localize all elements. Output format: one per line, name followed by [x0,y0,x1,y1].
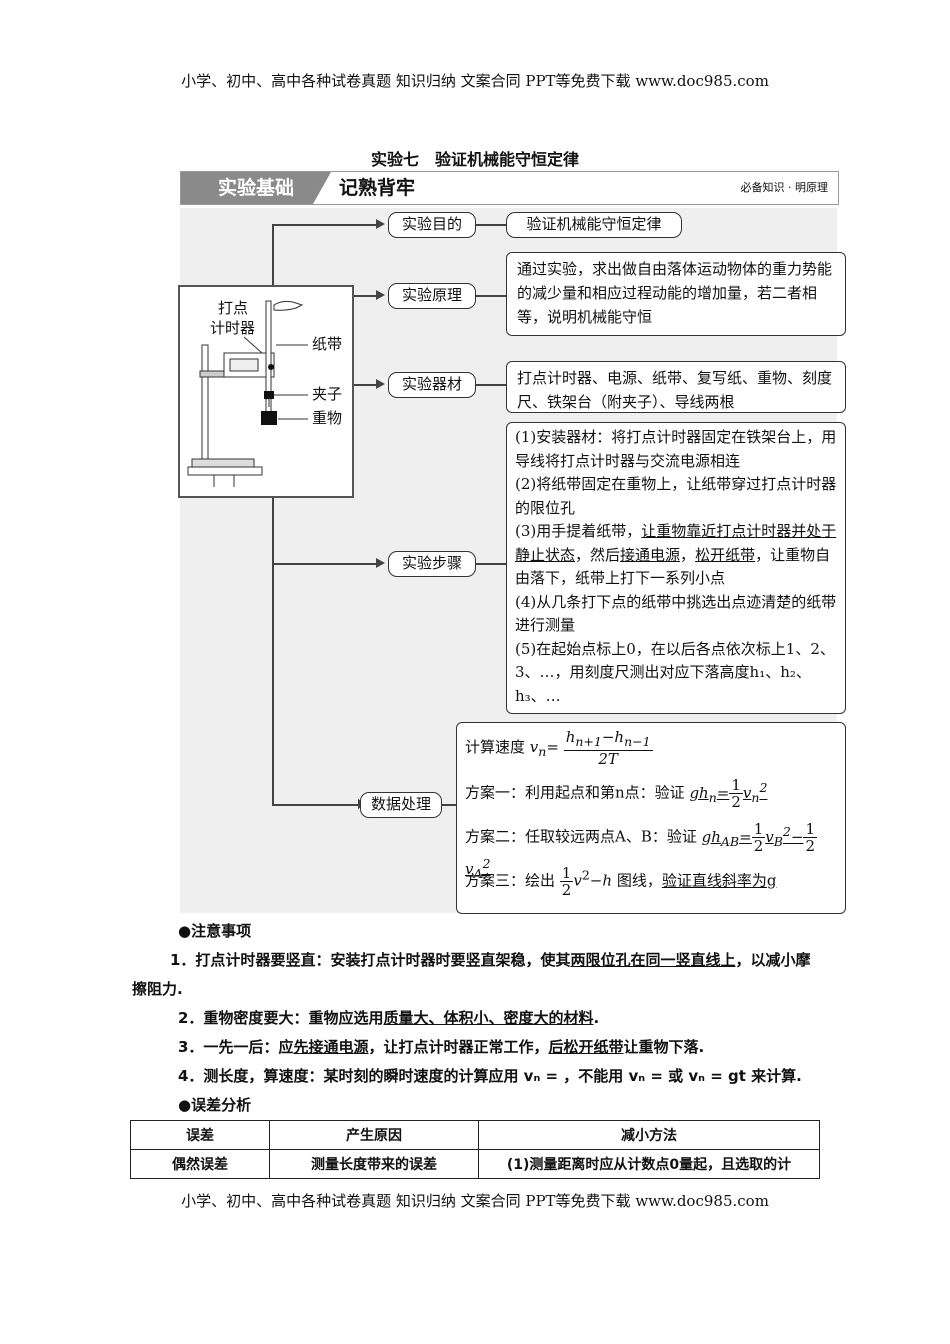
label-timer-line1: 打点 [218,299,249,317]
page-header: 小学、初中、高中各种试卷真题 知识归纳 文案合同 PPT等免费下载 www.do… [181,72,769,90]
node-equipment: 实验器材 [388,372,476,398]
notes-section: ●注意事项 1．打点计时器要竖直：安装打点计时器时要竖直架稳，使其两限位孔在同一… [132,917,820,1120]
node-principle: 实验原理 [388,283,476,309]
step-1: (1)安装器材：将打点计时器固定在铁架台上，用导线将打点计时器与交流电源相连 [515,428,837,470]
table-header-row: 误差 产生原因 减小方法 [130,1120,820,1150]
table-header: 产生原因 [269,1120,479,1150]
table-header: 误差 [130,1120,270,1150]
label-clip: 夹子 [312,385,343,403]
node-data: 数据处理 [360,792,442,818]
node-steps: 实验步骤 [388,551,476,577]
table-cell: (1)测量距离时应从计数点0量起，且选取的计 [478,1149,820,1179]
table-cell: 偶然误差 [130,1149,270,1179]
equipment-box: 打点计时器、电源、纸带、复写纸、重物、刻度尺、铁架台（附夹子）、导线两根 [506,361,846,413]
notes-heading: ●注意事项 [178,922,252,940]
step-2: (2)将纸带固定在重物上，让纸带穿过打点计时器的限位孔 [515,475,837,517]
page-footer: 小学、初中、高中各种试卷真题 知识归纳 文案合同 PPT等免费下载 www.do… [181,1192,769,1210]
steps-box: (1)安装器材：将打点计时器固定在铁架台上，用导线将打点计时器与交流电源相连 (… [506,422,846,714]
step-4: (4)从几条打下点的纸带中挑选出点迹清楚的纸带进行测量 [515,592,837,635]
apparatus-figure: 打点 计时器 纸带 夹子 重物 [178,285,354,498]
section-banner: 实验基础 记熟背牢 必备知识 · 明原理 [180,171,839,205]
banner-tag: 必备知识 · 明原理 [740,181,829,194]
principle-box: 通过实验，求出做自由落体运动物体的重力势能的减少量和相应过程动能的增加量，若二者… [506,252,846,336]
label-timer-line2: 计时器 [210,319,256,337]
node-purpose: 实验目的 [388,212,476,238]
table-row: 偶然误差 测量长度带来的误差 (1)测量距离时应从计数点0量起，且选取的计 [130,1149,820,1179]
step-3: (3)用手提着纸带，让重物靠近打点计时器并处于静止状态，然后接通电源，松开纸带，… [515,522,837,587]
page-title: 实验七 验证机械能守恒定律 [370,150,579,169]
table-header: 减小方法 [478,1120,820,1150]
note-4: 4．测长度，算速度：某时刻的瞬时速度的计算应用 vₙ = ，不能用 vₙ = 或… [178,1067,802,1085]
step-5: (5)在起始点标上0，在以后各点依次标上1、2、3、…，用刻度尺测出对应下落高度… [515,639,835,705]
banner-label: 实验基础 [181,172,331,204]
table-cell: 测量长度带来的误差 [269,1149,479,1179]
error-table: 误差 产生原因 减小方法 偶然误差 测量长度带来的误差 (1)测量距离时应从计数… [130,1120,820,1179]
purpose-box: 验证机械能守恒定律 [506,212,682,238]
banner-subtitle: 记熟背牢 [339,177,416,199]
note-2: 2．重物密度要大：重物应选用质量大、体积小、密度大的材料. [178,1009,600,1027]
note-1: 1．打点计时器要竖直：安装打点计时器时要竖直架稳，使其两限位孔在同一竖直线上，以… [132,951,811,998]
note-3: 3．一先一后：应先接通电源，让打点计时器正常工作，后松开纸带让重物下落. [178,1038,705,1056]
mindmap-panel: 打点 计时器 纸带 夹子 重物 实验目的 实验原理 实验器材 实验步骤 数据处理… [178,208,846,914]
apparatus-drawing [187,300,308,487]
error-heading: ●误差分析 [178,1096,252,1114]
label-tape: 纸带 [312,335,343,353]
label-weight: 重物 [312,409,343,427]
